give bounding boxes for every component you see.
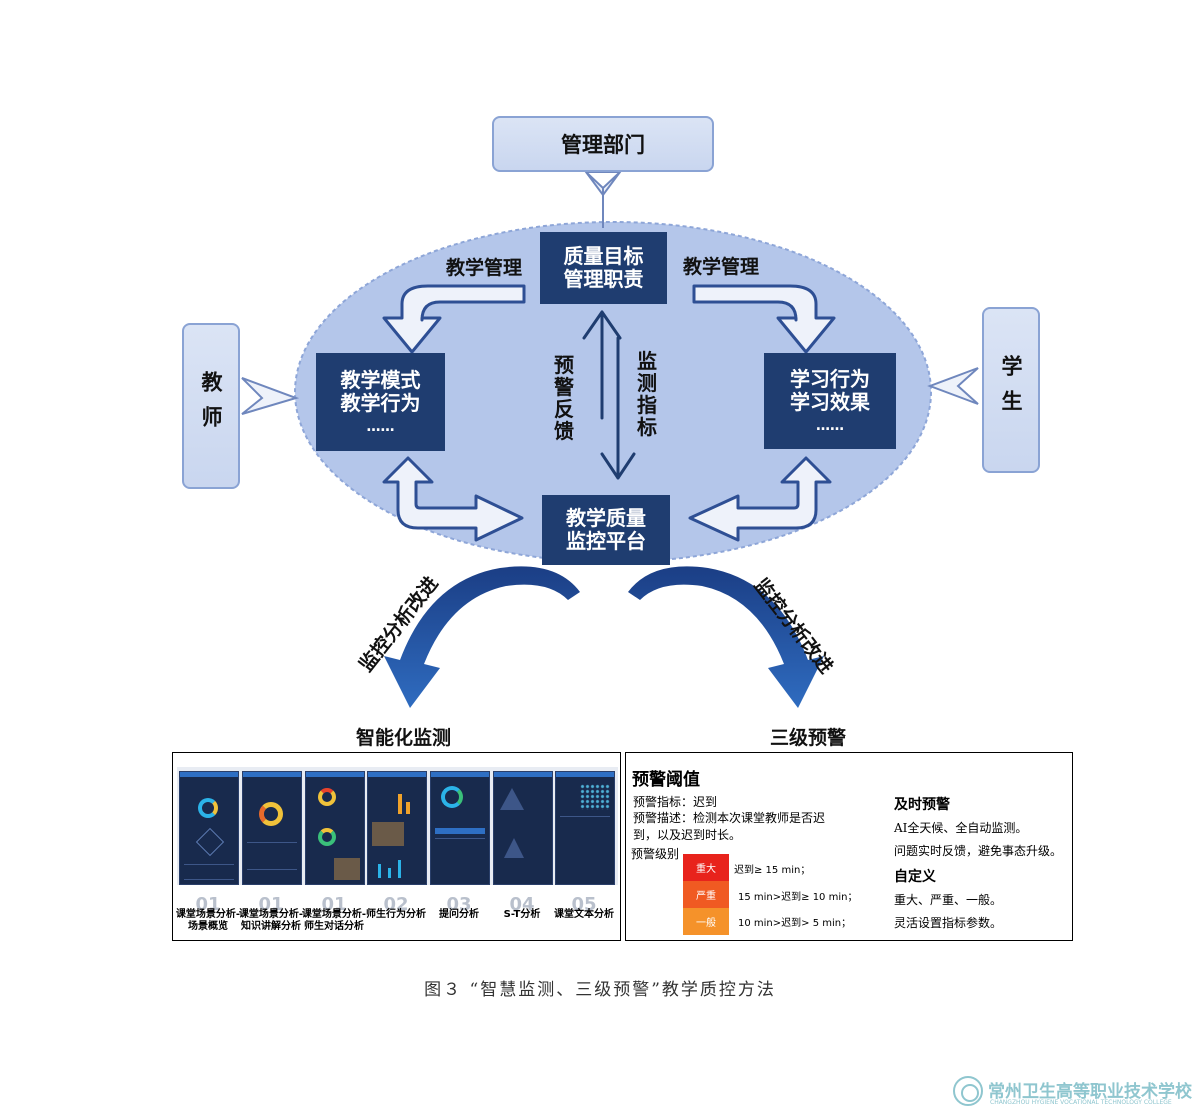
monitor-indicator-label: 监测指标 — [637, 349, 657, 439]
module-caption: S-T分析 — [503, 909, 541, 920]
warning-description-1: 预警描述：检测本次课堂教师是否迟 — [633, 811, 826, 825]
curve-arrow-left — [384, 566, 580, 708]
school-logo-icon — [953, 1076, 983, 1106]
warning-description-2: 到，以及迟到时长。 — [633, 828, 742, 842]
module-number: 02 — [383, 894, 409, 915]
warning-level-label: 预警级别 — [631, 847, 680, 861]
smart-monitoring-panel: 01 01 01 02 03 04 05 课堂场景分析-场景概览 课堂场景分析-… — [172, 752, 621, 941]
timely-warning-title: 及时预警 — [894, 797, 950, 813]
quality-target-box: 质量目标 管理职责 — [540, 232, 667, 304]
custom-line-1: 重大、严重、一般。 — [894, 893, 1003, 907]
platform-box: 教学质量 监控平台 — [542, 495, 670, 565]
diagram-graphics — [241, 171, 979, 708]
smart-monitoring-label: 智能化监测 — [356, 727, 452, 749]
warning-feedback-arrow — [582, 310, 622, 420]
warning-threshold-panel: 预警阈值 预警指标：迟到 预警描述：检测本次课堂教师是否迟 到，以及迟到时长。 … — [625, 752, 1073, 941]
custom-line-2: 灵活设置指标参数。 — [894, 916, 1003, 930]
management-dept-box: 管理部门 — [492, 116, 714, 172]
teacher-arrow — [241, 377, 300, 415]
module-screenshot — [555, 771, 615, 885]
arrow-mgmt-to-learning — [692, 284, 836, 354]
figure-caption: 图３ “智慧监测、三级预警”教学质控方法 — [424, 980, 776, 1000]
module-caption: 课堂场景分析-师生对话分析 — [301, 909, 367, 932]
watermark-school-name-en: CHANGZHOU HYGIENE VOCATIONAL TECHNOLOGY … — [990, 1099, 1172, 1106]
timely-warning-line-2: 问题实时反馈，避免事态升级。 — [894, 844, 1063, 858]
module-number: 01 — [321, 894, 347, 915]
module-number: 01 — [258, 894, 284, 915]
module-caption: 课堂文本分析 — [554, 909, 614, 920]
student-box: 学生 — [982, 307, 1040, 473]
custom-title: 自定义 — [894, 869, 936, 885]
warning-indicator: 预警指标：迟到 — [633, 795, 718, 809]
level-major-rule: 迟到≥ 15 min； — [734, 865, 811, 876]
module-number: 03 — [446, 894, 472, 915]
module-screenshot — [367, 771, 427, 885]
level-general-rule: 10 min>迟到> 5 min； — [738, 918, 852, 929]
module-number: 05 — [571, 894, 597, 915]
timely-warning-line-1: AI全天候、全自动监测。 — [894, 821, 1028, 835]
warning-title: 预警阈值 — [632, 770, 700, 790]
teacher-box: 教师 — [182, 323, 240, 489]
arrow-mgmt-to-teaching — [382, 284, 526, 354]
level-severe-rule: 15 min>迟到≥ 10 min； — [738, 892, 858, 903]
monitor-indicator-arrow — [600, 336, 636, 480]
module-screenshot — [493, 771, 553, 885]
student-arrow — [927, 367, 979, 405]
warning-feedback-label: 预警反馈 — [554, 353, 574, 443]
module-number: 04 — [509, 894, 535, 915]
level-severe-badge: 严重 — [683, 881, 729, 908]
curve-arrow-right — [628, 566, 824, 708]
watermark-school-name: 常州卫生高等职业技术学校 — [988, 1082, 1192, 1102]
module-caption: 课堂场景分析-场景概览 — [175, 909, 241, 932]
level-general-badge: 一般 — [683, 908, 729, 935]
three-level-warning-label: 三级预警 — [770, 727, 847, 749]
module-screenshot — [430, 771, 490, 885]
module-screenshot — [242, 771, 302, 885]
teaching-mode-box: 教学模式 教学行为 …… — [316, 353, 445, 451]
level-major-badge: 重大 — [683, 854, 729, 881]
module-screenshot — [179, 771, 239, 885]
teaching-mgmt-left-label: 教学管理 — [446, 257, 523, 279]
arrow-learning-platform — [688, 456, 832, 542]
learning-behavior-box: 学习行为 学习效果 …… — [764, 353, 896, 449]
module-caption: 师生行为分析 — [366, 909, 426, 920]
module-number: 01 — [195, 894, 221, 915]
module-screenshot — [305, 771, 365, 885]
arrow-teaching-platform — [382, 456, 524, 542]
teaching-mgmt-right-label: 教学管理 — [683, 256, 760, 278]
central-ellipse — [294, 221, 932, 563]
module-caption: 提问分析 — [439, 909, 479, 920]
module-caption: 课堂场景分析-知识讲解分析 — [238, 909, 304, 932]
